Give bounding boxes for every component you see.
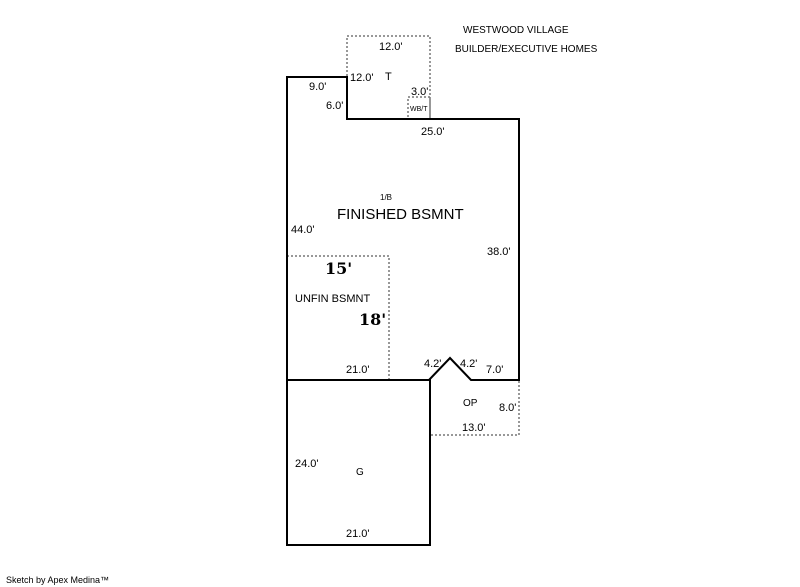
tower-label: T <box>385 71 392 83</box>
main-bottom-right-dim: 7.0' <box>486 364 503 376</box>
wbt-label: WB/T <box>410 106 428 113</box>
porch-side-dim: 8.0' <box>499 402 516 414</box>
main-notch-dim: 6.0' <box>326 100 343 112</box>
unfin-depth: 18' <box>359 310 386 329</box>
footer-credit: Sketch by Apex Medina™ <box>6 575 109 585</box>
bay-right-dim: 4.2' <box>460 358 477 370</box>
bay-left-dim: 4.2' <box>424 358 441 370</box>
main-label: FINISHED BSMNT <box>337 206 464 223</box>
tower-outline <box>346 35 431 120</box>
garage-label: G <box>356 467 364 478</box>
porch-label: OP <box>463 398 478 409</box>
main-level: 1/B <box>380 193 392 202</box>
tower-side-dim: 12.0' <box>350 72 374 84</box>
header-line1: WESTWOOD VILLAGE <box>463 25 569 36</box>
unfin-width: 15' <box>325 259 352 278</box>
header-line2: BUILDER/EXECUTIVE HOMES <box>455 44 598 55</box>
main-outline <box>286 76 520 381</box>
main-top-left-dim: 9.0' <box>309 81 326 93</box>
porch-bottom-dim: 13.0' <box>462 422 486 434</box>
unfin-bottom-dim: 21.0' <box>346 364 370 376</box>
main-left-dim: 44.0' <box>291 224 315 236</box>
wbt-dim: 3.0' <box>411 86 428 98</box>
main-top-dim: 25.0' <box>421 126 445 138</box>
garage-bottom-dim: 21.0' <box>346 528 370 540</box>
garage-side-dim: 24.0' <box>295 458 319 470</box>
tower-top-dim: 12.0' <box>379 41 403 53</box>
unfin-bsmnt-outline <box>287 255 390 380</box>
garage-outline <box>286 379 431 546</box>
unfin-label: UNFIN BSMNT <box>295 293 370 305</box>
wbt-outline <box>407 96 431 120</box>
main-right-dim: 38.0' <box>487 246 511 258</box>
